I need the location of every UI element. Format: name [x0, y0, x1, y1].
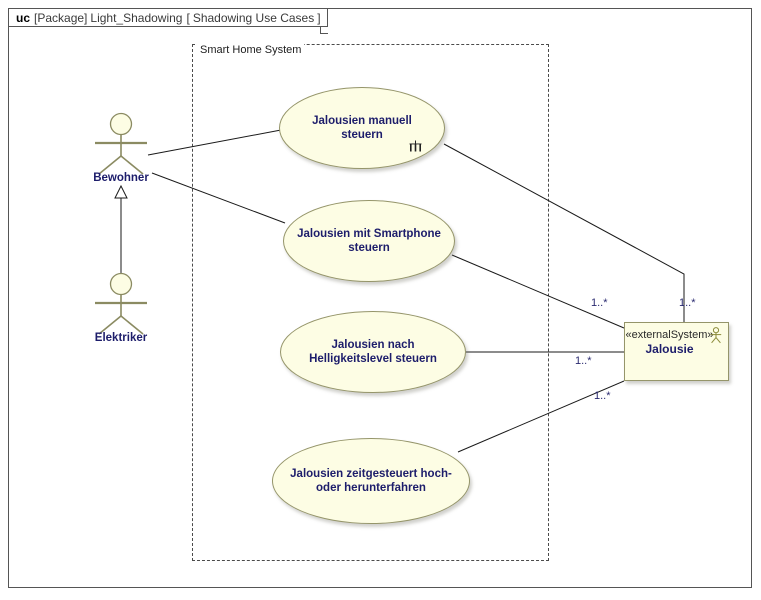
multiplicity-uc2-jalousie: 1..* — [591, 297, 608, 309]
external-system-jalousie[interactable]: «externalSystem» Jalousie — [624, 322, 729, 381]
multiplicity-uc4-jalousie: 1..* — [594, 390, 611, 402]
use-case-jalousien-zeitgesteuert-hoch-oder-herunterfahren[interactable]: Jalousien zeitgesteuert hoch- oder herun… — [272, 438, 470, 524]
external-system-name: Jalousie — [645, 342, 694, 356]
diagram-bracket-open: [ — [186, 10, 190, 25]
multiplicity-uc3-jalousie: 1..* — [575, 355, 592, 367]
use-case-label: Jalousien nach Helligkeitslevel steuern — [309, 339, 437, 365]
diagram-package-name: Light_Shadowing — [90, 10, 183, 25]
use-case-label: Jalousien manuell steuern — [312, 115, 412, 141]
actor-bewohner[interactable]: Bewohner — [81, 112, 161, 188]
actor-label: Bewohner — [93, 172, 149, 184]
multiplicity-uc1-jalousie: 1..* — [679, 297, 696, 309]
composite-structure-icon — [409, 140, 422, 152]
diagram-kind-keyword: uc — [16, 10, 31, 25]
diagram-package-tag: [Package] — [34, 10, 88, 25]
header-tab-fold-corner — [319, 26, 328, 34]
diagram-bracket-close: ] — [317, 10, 321, 25]
diagram-name: Shadowing Use Cases — [192, 10, 315, 25]
external-system-stereotype: «externalSystem» — [625, 329, 714, 341]
actor-elektriker[interactable]: Elektriker — [81, 272, 161, 348]
use-case-jalousien-manuell-steuern[interactable]: Jalousien manuell steuern — [279, 87, 445, 169]
actor-stick-figure-icon — [710, 327, 722, 344]
actor-stick-figure-icon — [95, 112, 147, 175]
use-case-jalousien-nach-helligkeitslevel-steuern[interactable]: Jalousien nach Helligkeitslevel steuern — [280, 311, 466, 393]
use-case-label: Jalousien mit Smartphone steuern — [297, 228, 441, 254]
actor-label: Elektriker — [94, 332, 148, 344]
actor-stick-figure-icon — [95, 272, 147, 335]
use-case-label: Jalousien zeitgesteuert hoch- oder herun… — [290, 468, 452, 494]
use-case-jalousien-mit-smartphone-steuern[interactable]: Jalousien mit Smartphone steuern — [283, 200, 455, 282]
diagram-header-tab[interactable]: uc [Package] Light_Shadowing [ Shadowing… — [8, 8, 328, 27]
system-boundary-label: Smart Home System — [197, 44, 305, 56]
